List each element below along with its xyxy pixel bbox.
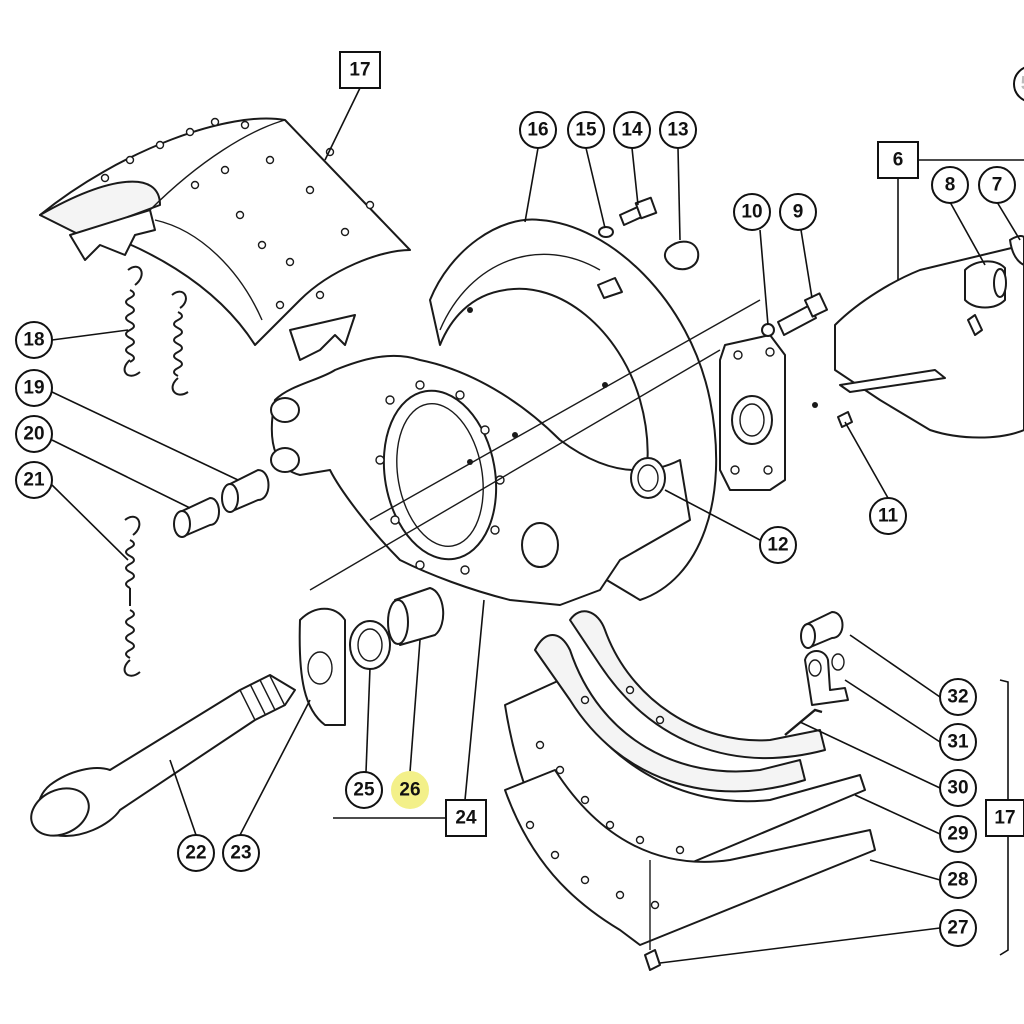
callout-21[interactable]: 21 — [15, 461, 53, 499]
callout-11[interactable]: 11 — [869, 497, 907, 535]
callout-29-label: 29 — [947, 824, 968, 845]
callout-31-label: 31 — [947, 732, 969, 753]
callout-16-label: 16 — [527, 120, 548, 141]
callout-15[interactable]: 15 — [567, 111, 605, 149]
callout-10-label: 10 — [741, 202, 762, 223]
callout-edge-label: 5 — [1021, 74, 1024, 95]
callout-17-right-label: 17 — [994, 808, 1015, 829]
callout-7[interactable]: 7 — [978, 166, 1016, 204]
small-hardware — [597, 196, 700, 299]
callout-17-top-label: 17 — [349, 60, 370, 81]
callout-9[interactable]: 9 — [779, 193, 817, 231]
leader-lines — [51, 87, 1024, 964]
callout-26-highlighted[interactable]: 26 — [391, 771, 429, 809]
brake-spider — [270, 299, 761, 606]
callout-21-label: 21 — [23, 470, 45, 491]
callout-13-label: 13 — [667, 120, 688, 141]
callout-14-label: 14 — [621, 120, 643, 141]
callout-30-label: 30 — [947, 778, 968, 799]
camshaft-bracket — [719, 292, 853, 491]
callout-10[interactable]: 10 — [733, 193, 771, 231]
callout-27[interactable]: 27 — [939, 909, 977, 947]
return-springs-lower — [123, 515, 141, 677]
callout-8-label: 8 — [945, 175, 956, 196]
callout-20[interactable]: 20 — [15, 415, 53, 453]
callout-edge[interactable]: 5 — [1013, 66, 1024, 102]
callout-24[interactable]: 24 — [445, 799, 487, 837]
callout-16[interactable]: 16 — [519, 111, 557, 149]
callout-28-label: 28 — [947, 870, 968, 891]
callout-19-label: 19 — [23, 378, 44, 399]
callout-27-label: 27 — [947, 918, 968, 939]
lower-brake-shoes — [504, 610, 876, 971]
callout-14[interactable]: 14 — [613, 111, 651, 149]
callout-32[interactable]: 32 — [939, 678, 977, 716]
callout-6[interactable]: 6 — [877, 141, 919, 179]
callout-19[interactable]: 19 — [15, 369, 53, 407]
callout-13[interactable]: 13 — [659, 111, 697, 149]
chamber-bracket — [834, 234, 1024, 439]
cam-seal-and-bushing — [349, 587, 445, 670]
callout-29[interactable]: 29 — [939, 815, 977, 853]
callout-11-label: 11 — [878, 506, 899, 527]
callout-24-label: 24 — [455, 808, 477, 829]
callout-6-label: 6 — [893, 150, 904, 171]
callout-8[interactable]: 8 — [931, 166, 969, 204]
callout-31[interactable]: 31 — [939, 723, 977, 761]
callout-18[interactable]: 18 — [15, 321, 53, 359]
callout-26-label: 26 — [399, 780, 420, 801]
callout-22[interactable]: 22 — [177, 834, 215, 872]
callout-12-label: 12 — [767, 535, 788, 556]
callout-15-label: 15 — [575, 120, 597, 141]
camshaft — [30, 674, 296, 837]
callout-9-label: 9 — [793, 202, 804, 223]
callout-23[interactable]: 23 — [222, 834, 260, 872]
callout-20-label: 20 — [23, 424, 44, 445]
callout-23-label: 23 — [230, 843, 251, 864]
small-parts-right — [784, 611, 849, 736]
callout-30[interactable]: 30 — [939, 769, 977, 807]
upper-brake-shoe — [39, 117, 411, 361]
cam-washer-plate — [298, 607, 346, 726]
callout-25[interactable]: 25 — [345, 771, 383, 809]
callout-17-right[interactable]: 17 — [985, 799, 1024, 837]
callout-18-label: 18 — [23, 330, 44, 351]
callout-7-label: 7 — [992, 175, 1003, 196]
shoe-rollers — [173, 469, 270, 538]
callout-28[interactable]: 28 — [939, 861, 977, 899]
callout-32-label: 32 — [947, 687, 968, 708]
callout-17-top[interactable]: 17 — [339, 51, 381, 89]
callout-25-label: 25 — [353, 780, 375, 801]
callout-12[interactable]: 12 — [759, 526, 797, 564]
return-springs-upper — [123, 265, 189, 396]
callout-22-label: 22 — [185, 843, 206, 864]
